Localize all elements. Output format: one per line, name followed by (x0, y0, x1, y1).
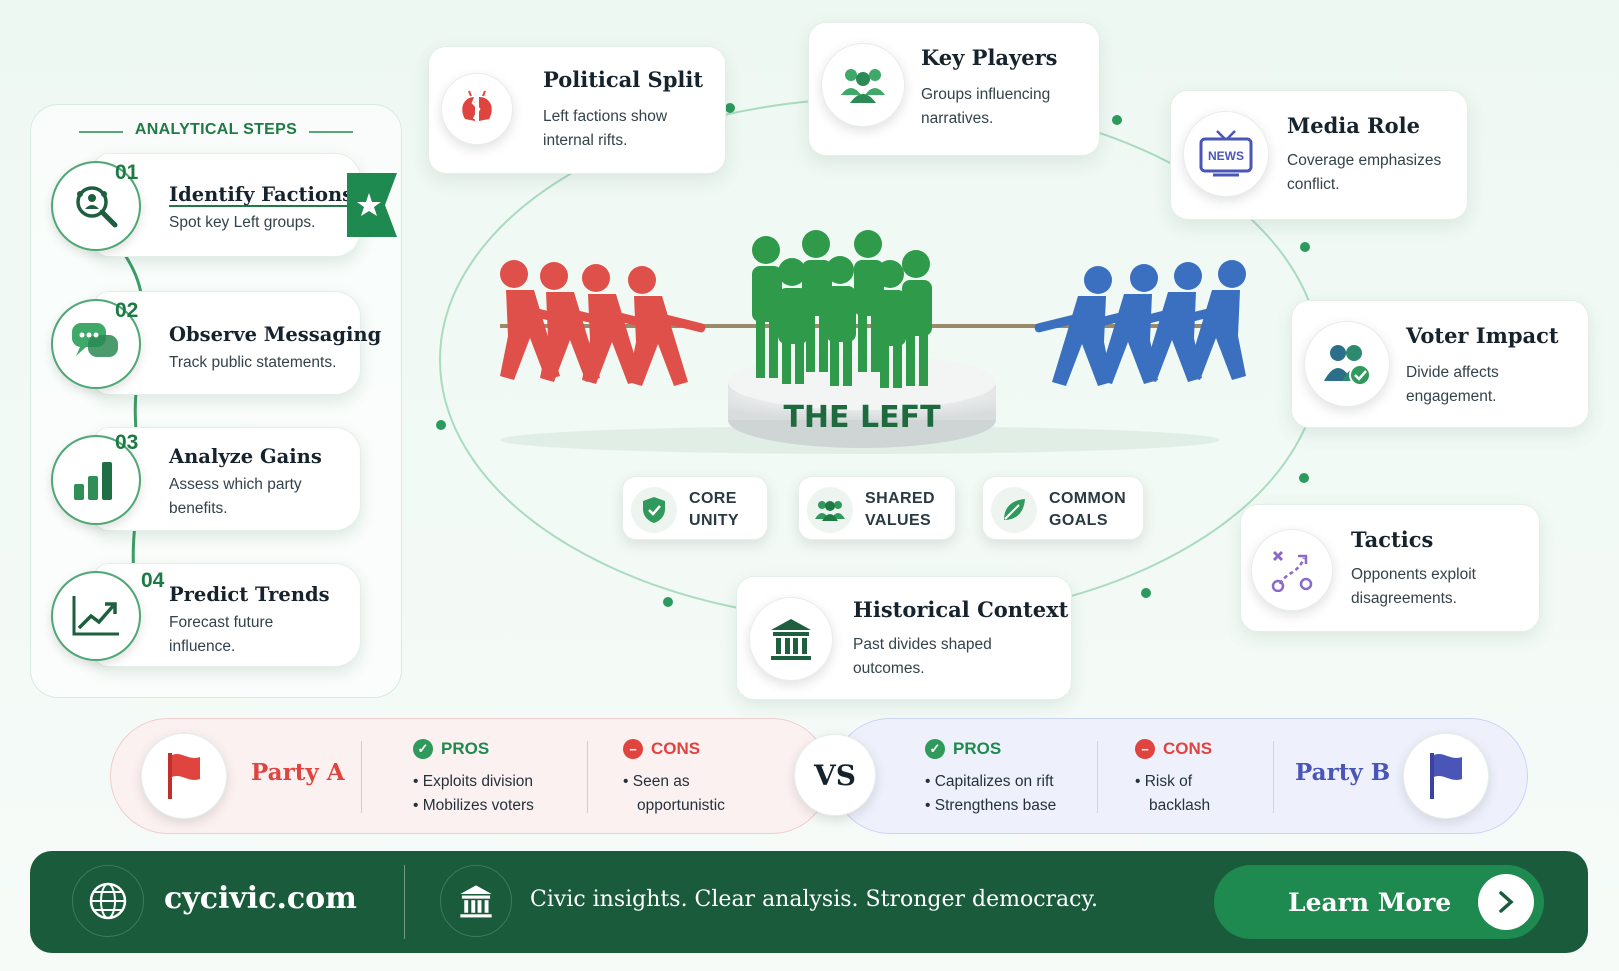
step-title: Analyze Gains (169, 445, 322, 468)
star-ribbon-icon (347, 173, 397, 237)
party-a-panel: Party A ✓PROS • Exploits division • Mobi… (110, 718, 830, 834)
vs-badge: VS (794, 734, 876, 816)
card-desc: Left factions show internal rifts. (543, 108, 668, 149)
card-desc: Coverage emphasizes conflict. (1287, 152, 1442, 193)
party-b-panel: ✓PROS • Capitalizes on rift • Strengthen… (832, 718, 1528, 834)
card-title: Key Players (921, 45, 1058, 70)
card-media-role[interactable]: NEWS Media Role Coverage emphasizes conf… (1170, 90, 1468, 220)
card-voter-impact[interactable]: Voter Impact Divide affects engagement. (1291, 300, 1589, 428)
card-historical-context[interactable]: Historical Context Past divides shaped o… (736, 576, 1072, 700)
chevron-right-icon (1478, 874, 1534, 930)
step-title: Observe Messaging (169, 323, 382, 346)
chat-bubbles-icon (51, 299, 141, 389)
step-title: Identify Factions (169, 183, 354, 206)
chip-line: SHARED (865, 490, 935, 507)
institution-icon (440, 865, 512, 937)
card-desc: Opponents exploit disagreements. (1351, 566, 1476, 607)
check-icon: ✓ (925, 739, 945, 759)
step-desc: Track public statements. (169, 354, 337, 371)
party-b-cons-heading: −CONS (1135, 739, 1212, 759)
card-key-players[interactable]: Key Players Groups influencing narrative… (808, 22, 1100, 156)
news-icon-text: NEWS (1208, 149, 1244, 163)
step-desc: Forecast future influence. (169, 614, 274, 655)
step-title: Predict Trends (169, 583, 330, 606)
trend-up-icon (51, 571, 141, 661)
analytical-steps-panel: ANALYTICAL STEPS 01 Identify Factions Sp… (30, 104, 402, 698)
card-desc: Groups influencing narratives. (921, 86, 1051, 127)
podium-label: THE LEFT (783, 400, 941, 435)
card-tactics[interactable]: Tactics Opponents exploit disagreements. (1240, 504, 1540, 632)
party-b-pros-heading: ✓PROS (925, 739, 1001, 759)
pros-item: • Strengthens base (925, 797, 1057, 814)
minus-icon: − (1135, 739, 1155, 759)
red-flag-icon (141, 733, 227, 819)
learn-more-label: Learn More (1288, 887, 1452, 917)
step-number: 04 (141, 569, 165, 592)
tug-of-war-illustration: THE LEFT (500, 230, 1246, 454)
faction-search-icon (51, 161, 141, 251)
pros-item: • Exploits division (413, 773, 534, 790)
chip-line: CORE (689, 490, 737, 507)
party-b-name: Party B (1295, 759, 1391, 786)
chip-line: UNITY (689, 512, 739, 529)
chip-shared-values: SHARED VALUES (798, 476, 956, 540)
card-desc: Divide affects engagement. (1406, 364, 1499, 405)
chip-line: GOALS (1049, 512, 1108, 529)
check-icon: ✓ (413, 739, 433, 759)
step-desc: Spot key Left groups. (169, 214, 316, 231)
pros-item: • Capitalizes on rift (925, 773, 1054, 790)
chip-line: COMMON (1049, 490, 1127, 507)
group-people-icon (821, 43, 905, 127)
learn-more-button[interactable]: Learn More (1214, 865, 1544, 939)
chip-line: VALUES (865, 512, 932, 529)
site-link[interactable]: cycivic.com (164, 881, 357, 916)
globe-icon (72, 865, 144, 937)
card-political-split[interactable]: Political Split Left factions show inter… (428, 46, 726, 174)
cons-item: backlash (1149, 797, 1211, 814)
voter-check-icon (1304, 321, 1390, 407)
footer-banner: cycivic.com Civic insights. Clear analys… (30, 851, 1588, 953)
step-number: 03 (115, 431, 139, 454)
card-title: Tactics (1351, 527, 1434, 552)
card-title: Historical Context (853, 597, 1069, 622)
step-number: 02 (115, 299, 139, 322)
party-a-cons-heading: −CONS (623, 739, 700, 759)
party-a-name: Party A (251, 759, 345, 786)
card-title: Political Split (543, 67, 704, 92)
museum-building-icon (749, 597, 833, 681)
cons-item: opportunistic (637, 797, 725, 814)
card-title: Voter Impact (1406, 323, 1559, 348)
card-title: Media Role (1287, 113, 1420, 138)
shield-icon (631, 487, 677, 533)
steps-heading: ANALYTICAL STEPS (134, 121, 298, 138)
cons-item: • Seen as (623, 773, 690, 790)
leaf-icon (991, 487, 1037, 533)
cons-item: • Risk of (1135, 773, 1193, 790)
minus-icon: − (623, 739, 643, 759)
chip-common-goals: COMMON GOALS (982, 476, 1144, 540)
people-group-icon (807, 487, 853, 533)
step-desc: Assess which party benefits. (169, 476, 302, 517)
step-number: 01 (115, 161, 139, 184)
chip-core-unity: CORE UNITY (622, 476, 768, 540)
strategy-play-icon (1251, 529, 1333, 611)
blue-flag-icon (1403, 733, 1489, 819)
split-party-icon (441, 73, 513, 145)
footer-tagline: Civic insights. Clear analysis. Stronger… (530, 887, 1098, 912)
news-tv-icon: NEWS (1183, 111, 1269, 197)
bar-chart-icon (51, 435, 141, 525)
party-a-pros-heading: ✓PROS (413, 739, 489, 759)
card-desc: Past divides shaped outcomes. (853, 636, 992, 677)
pros-item: • Mobilizes voters (413, 797, 534, 814)
